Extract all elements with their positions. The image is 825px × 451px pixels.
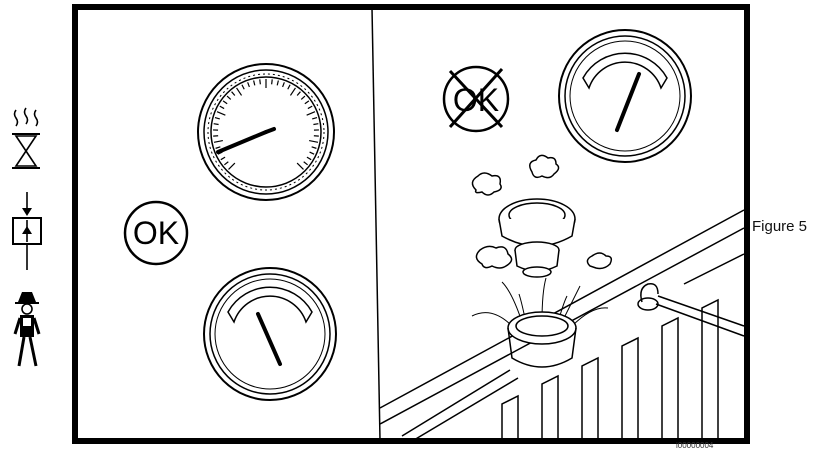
gauge-tick [311, 146, 317, 149]
pressure-release-icon [12, 192, 42, 270]
gauge-tick [236, 87, 243, 96]
ok-label-left: OK [133, 215, 179, 251]
gauge-tick [303, 161, 308, 166]
steam-cloud-icon [471, 154, 613, 270]
gauge-tick [228, 162, 236, 170]
gauge-tick [231, 91, 236, 96]
ok-badge-crossed: OK [442, 65, 510, 133]
gauge-tick [307, 105, 313, 110]
gauge-tick [222, 100, 228, 105]
gauge-tick [219, 105, 225, 110]
ok-badge-left: OK [123, 200, 189, 266]
gauge-tick [287, 84, 291, 90]
pressure-gauge-icon [203, 267, 337, 401]
gauge-tick [253, 80, 256, 86]
gauge-tick [309, 151, 315, 155]
gauge-tick [215, 146, 221, 149]
gauge-tick [213, 139, 223, 143]
gauge-tick [306, 111, 316, 116]
gauge-tick [306, 156, 312, 161]
temperature-gauge-icon [197, 63, 335, 201]
pressure-gauge-high-icon [558, 29, 692, 163]
radiator-cap-icon [498, 198, 576, 278]
gauge-tick [282, 82, 285, 88]
gauge-tick [214, 117, 220, 120]
gauge-tick [271, 79, 273, 85]
figure-caption: Figure 5 [752, 218, 808, 235]
hot-hourglass-icon [12, 107, 40, 169]
gauge-tick [312, 117, 318, 120]
gauge-tick [224, 161, 229, 166]
gauge-tick [247, 82, 250, 88]
gauge-tick [296, 162, 304, 170]
gauge-tick [300, 95, 306, 100]
gauge-tick [220, 156, 226, 161]
gauge-tick [289, 87, 296, 96]
gauge-tick [241, 84, 245, 90]
gauge-tick [259, 79, 261, 85]
gauge-tick [296, 91, 301, 96]
gauge-tick [313, 123, 319, 126]
radiator-icon [379, 209, 745, 441]
gauge-tick [276, 80, 279, 86]
gauge-tick [216, 111, 226, 116]
illustration-frame: OK OK [72, 4, 750, 444]
reference-number: i00000004 [676, 441, 714, 450]
gauge-tick [309, 139, 319, 143]
panel-divider [371, 7, 381, 441]
gauge-tick [226, 95, 232, 100]
gauge-tick [304, 100, 310, 105]
mechanic-person-icon [13, 292, 41, 367]
gauge-tick [213, 123, 219, 126]
